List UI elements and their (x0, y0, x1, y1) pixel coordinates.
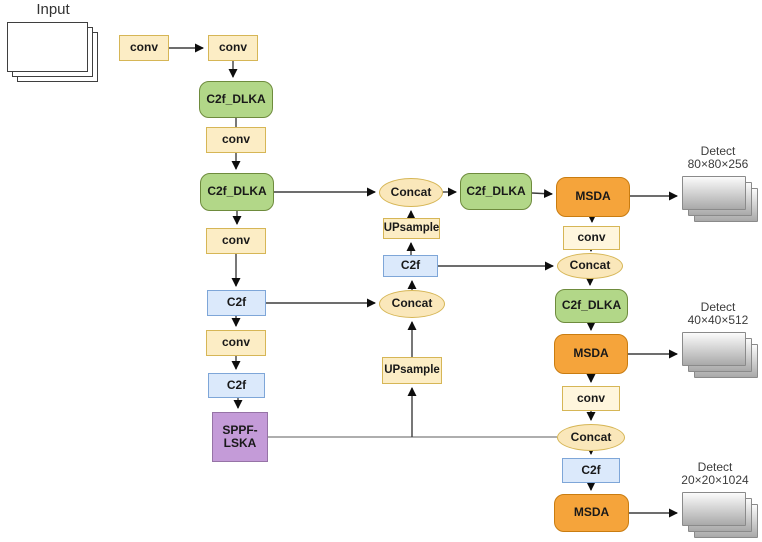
node-c2f-backbone-1: C2f (207, 290, 266, 316)
node-upsample-2: UPsample (382, 357, 442, 384)
detect-p4-stack-front (682, 332, 746, 366)
detect-p3-label: Detect 80×80×256 (672, 145, 762, 171)
input-label: Input (36, 1, 70, 18)
node-conv-stem-1: conv (119, 35, 169, 61)
detect-p3-title: Detect (700, 144, 736, 158)
detect-p3-stack-front (682, 176, 746, 210)
node-c2f-backbone-2: C2f (208, 373, 265, 398)
detect-p4-size: 40×40×512 (687, 313, 749, 327)
detect-p4-title: Detect (700, 300, 736, 314)
detect-p5-size: 20×20×1024 (681, 473, 749, 487)
detect-p5-label: Detect 20×20×1024 (665, 461, 762, 487)
node-concat-p4: Concat (557, 253, 623, 279)
node-conv-head-2: conv (562, 386, 620, 411)
node-msda-p5: MSDA (554, 494, 629, 532)
node-upsample-1: UPsample (383, 218, 440, 239)
node-conv-backbone-1: conv (206, 127, 266, 153)
node-c2f-dlka-head-p3: C2f_DLKA (460, 173, 532, 210)
sppf-line2: LSKA (223, 436, 257, 450)
node-conv-backbone-2: conv (206, 228, 266, 254)
detect-p5-stack-front (682, 492, 746, 526)
node-conv-head-1: conv (563, 226, 620, 250)
node-conv-backbone-3: conv (206, 330, 266, 356)
node-c2f-head-p5: C2f (562, 458, 620, 483)
node-conv-stem-2: conv (208, 35, 258, 61)
sppf-lska-label: SPPF- LSKA (222, 422, 258, 450)
node-c2f-neck: C2f (383, 255, 438, 277)
input-image-stack-front (7, 22, 88, 72)
node-c2f-dlka-backbone-1: C2f_DLKA (199, 81, 273, 118)
node-msda-p3: MSDA (556, 177, 630, 217)
node-c2f-dlka-head-p4: C2f_DLKA (555, 289, 628, 323)
node-c2f-dlka-backbone-2: C2f_DLKA (200, 173, 274, 211)
node-concat-mid: Concat (379, 290, 445, 318)
node-concat-top: Concat (379, 178, 443, 207)
node-sppf-lska: SPPF- LSKA (212, 412, 268, 462)
node-concat-p5: Concat (557, 424, 625, 451)
sppf-line1: SPPF- (222, 422, 258, 437)
detect-p5-title: Detect (697, 460, 733, 474)
detect-p4-label: Detect 40×40×512 (672, 301, 762, 327)
edge-dlka3-msda1 (531, 189, 553, 199)
node-msda-p4: MSDA (554, 334, 628, 374)
detect-p3-size: 80×80×256 (687, 157, 749, 171)
